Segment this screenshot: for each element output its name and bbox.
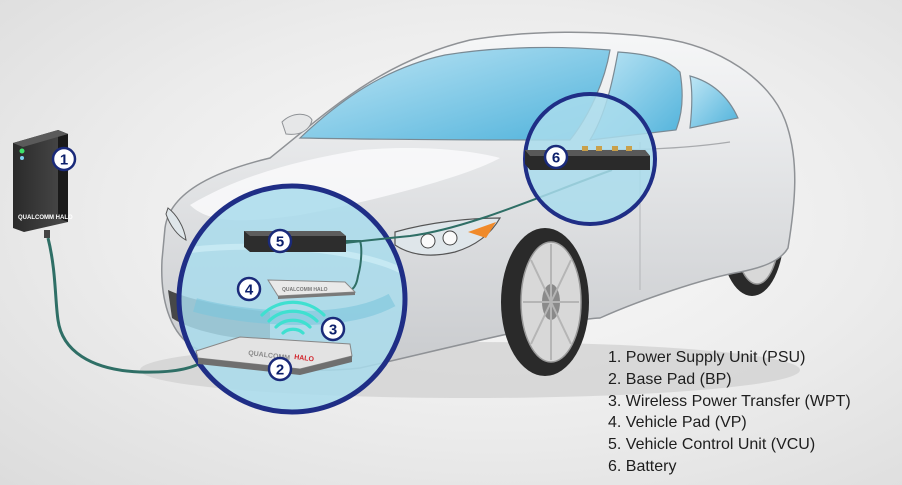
vehicle-pad: QUALCOMM HALO <box>267 279 357 299</box>
badge-battery: 6 <box>543 144 569 170</box>
badge-wpt-label: 3 <box>329 322 337 339</box>
badge-base-pad-label: 2 <box>276 362 284 379</box>
legend-item-vcu: 5. Vehicle Control Unit (VCU) <box>608 436 816 454</box>
base-pad-logo-halo: HALO <box>294 354 315 363</box>
badge-wpt: 3 <box>320 316 346 342</box>
badge-vehicle-pad: 4 <box>236 276 262 302</box>
badge-psu: 1 <box>51 146 77 172</box>
badge-vcu: 5 <box>267 228 293 254</box>
badge-base-pad: 2 <box>267 356 293 382</box>
front-magnifier <box>176 183 408 415</box>
power-supply-unit: QUALCOMM HALO <box>13 130 73 238</box>
psu-status-led-green <box>19 148 25 154</box>
component-legend: 1. Power Supply Unit (PSU) 2. Base Pad (… <box>608 347 851 478</box>
legend-item-wpt: 3. Wireless Power Transfer (WPT) <box>608 392 851 410</box>
badge-vehicle-pad-label: 4 <box>245 282 254 299</box>
headlight-left <box>165 207 187 241</box>
side-mirror <box>281 113 313 135</box>
badge-vcu-label: 5 <box>276 234 284 251</box>
legend-item-vehicle-pad: 4. Vehicle Pad (VP) <box>608 414 747 432</box>
badge-psu-label: 1 <box>60 152 68 169</box>
wireless-power-waves <box>260 300 326 335</box>
legend-item-psu: 1. Power Supply Unit (PSU) <box>608 349 806 366</box>
side-window-rear <box>689 75 739 129</box>
windshield <box>298 46 611 141</box>
psu-cable <box>46 237 206 374</box>
psu-status-led-blue <box>20 156 24 160</box>
front-wheel <box>501 228 589 376</box>
psu-logo: QUALCOMM HALO <box>18 215 73 221</box>
vehicle-pad-logo: QUALCOMM HALO <box>282 287 328 293</box>
badge-battery-label: 6 <box>552 150 560 167</box>
legend-item-base-pad: 2. Base Pad (BP) <box>608 370 732 388</box>
turn-signal <box>468 222 496 238</box>
legend-item-battery: 6. Battery <box>608 457 677 475</box>
